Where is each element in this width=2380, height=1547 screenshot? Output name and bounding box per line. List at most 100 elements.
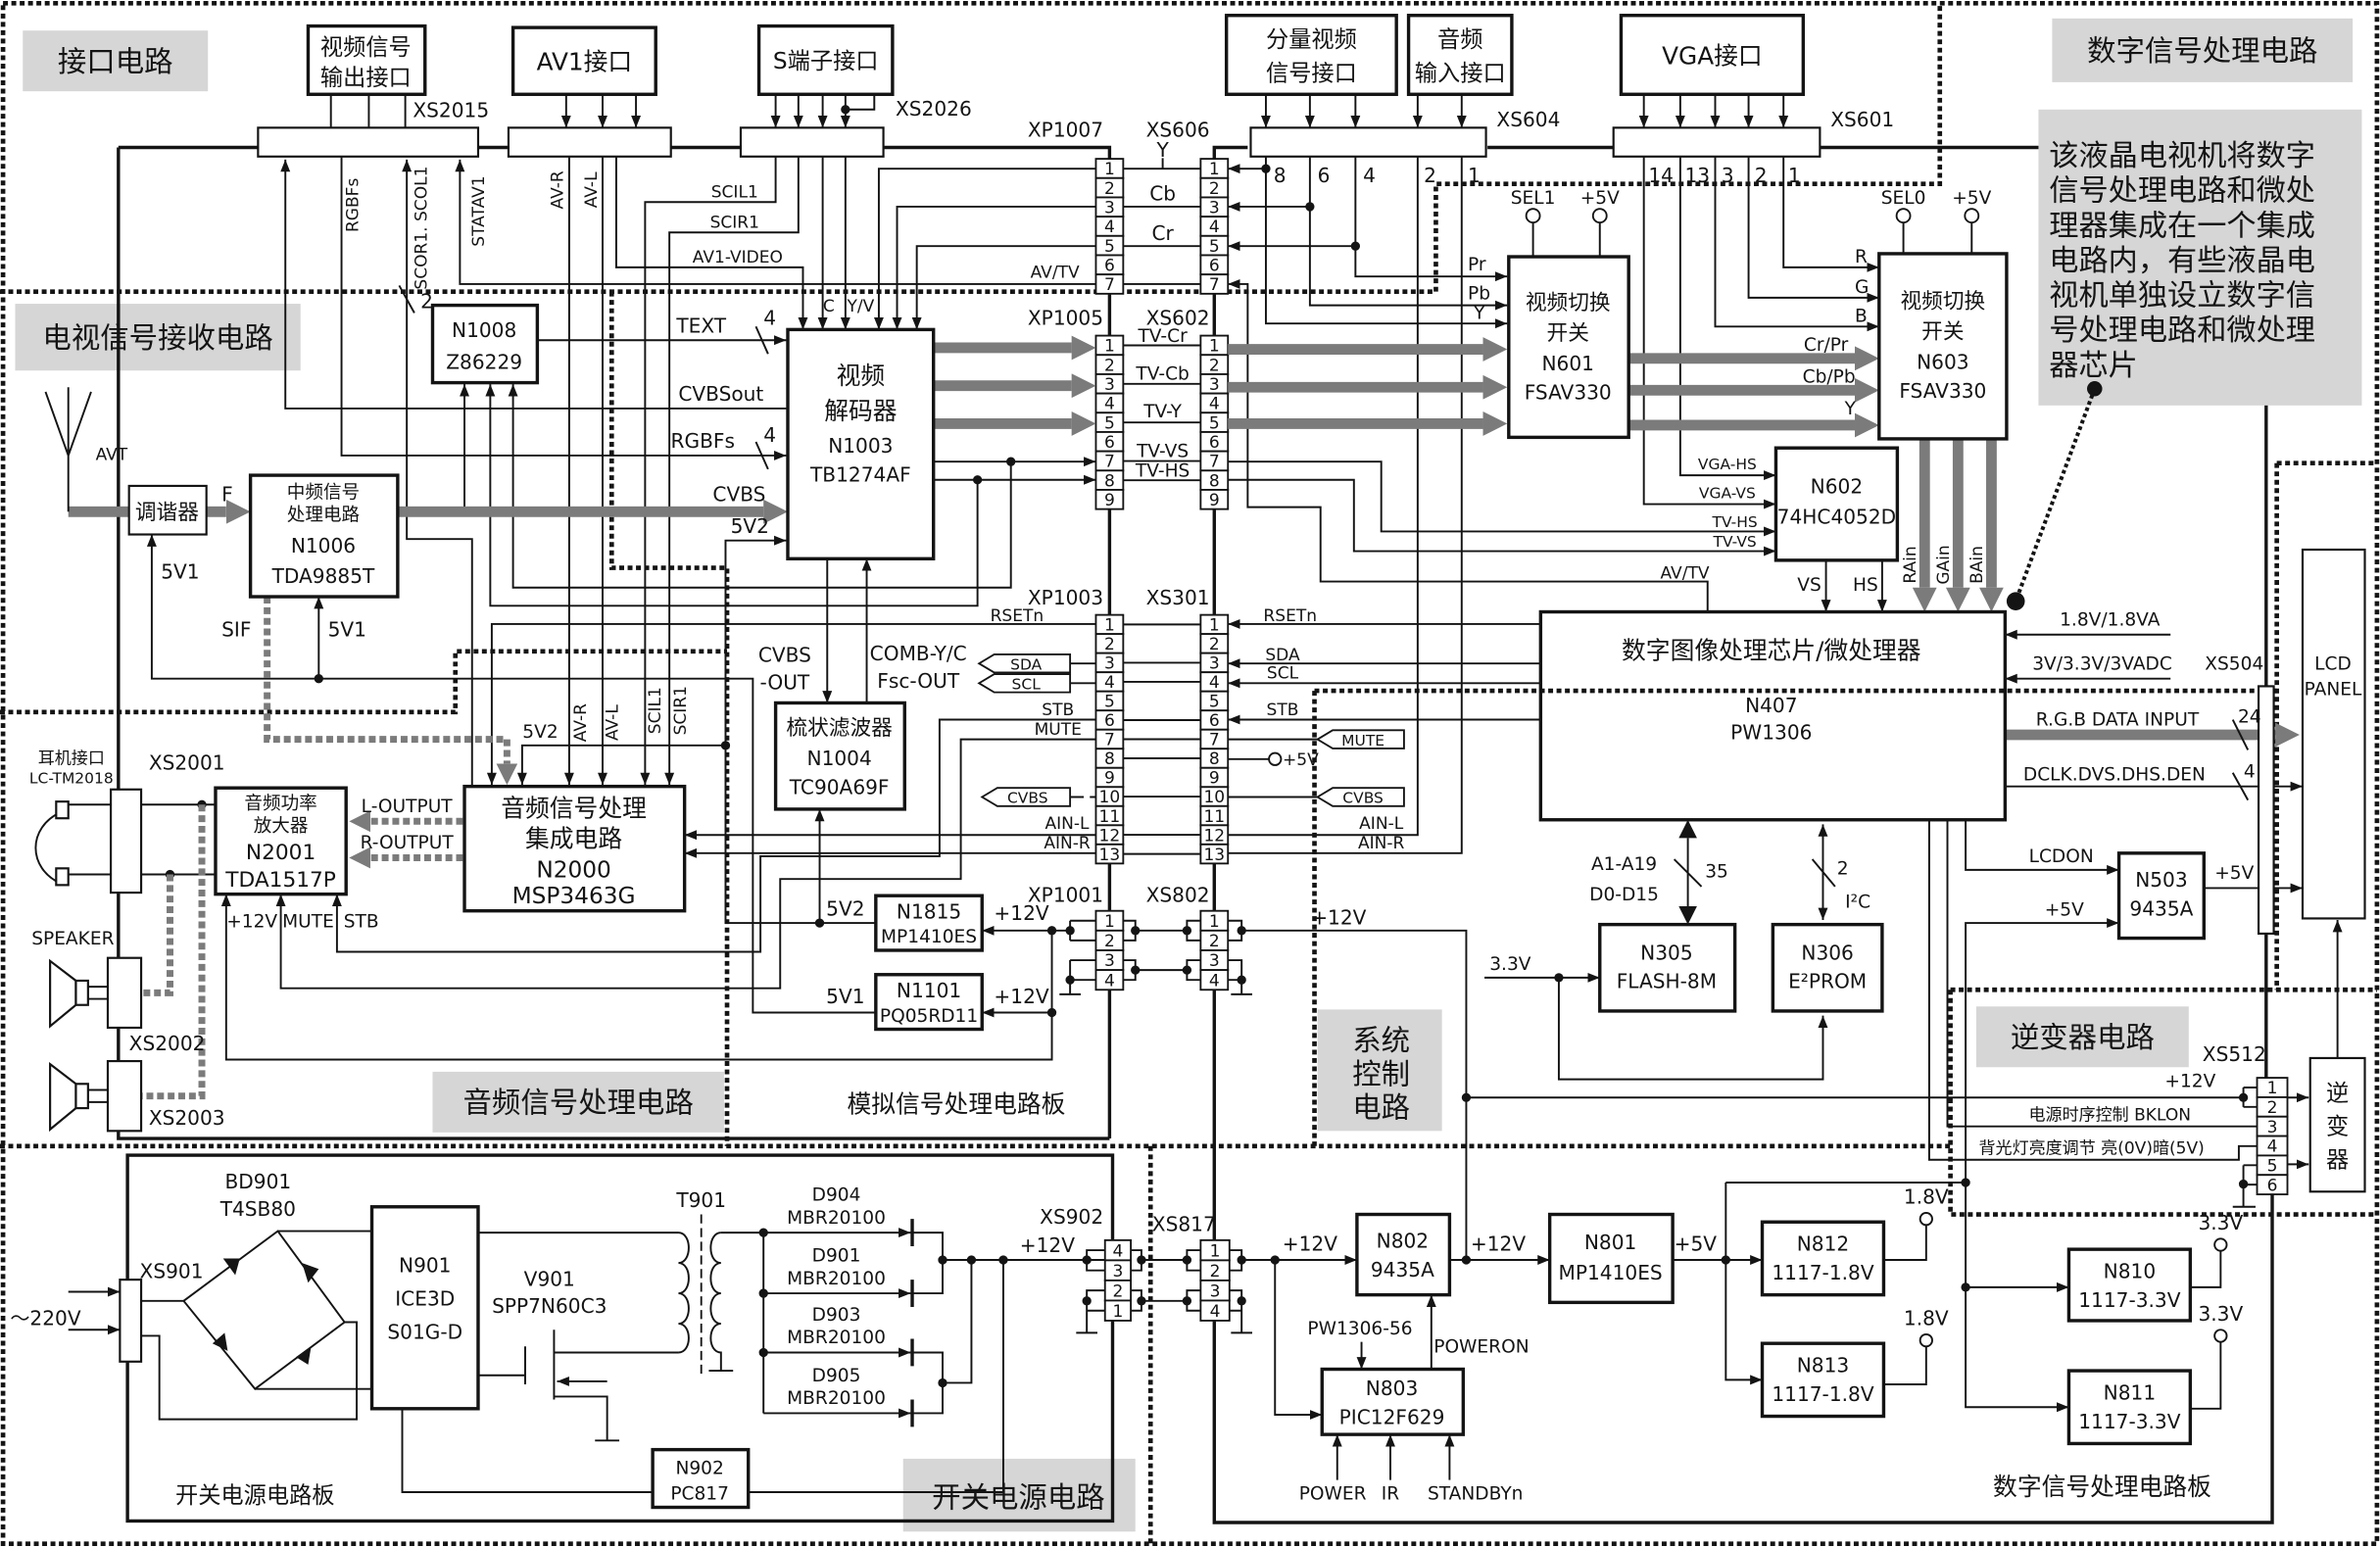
note-leader-start xyxy=(2087,381,2103,397)
speaker-icon xyxy=(49,958,77,1029)
label-5v: +5V xyxy=(1952,188,1991,209)
diode-icon xyxy=(222,1258,240,1276)
pin-number: 1 xyxy=(2267,1079,2278,1098)
region-label-interface: 接口电路 xyxy=(58,45,173,78)
region-label-inverter: 逆变器电路 xyxy=(2011,1021,2155,1054)
pin-number: 7 xyxy=(1104,731,1115,750)
junction-dot xyxy=(720,741,731,750)
pin-number: 1 xyxy=(1104,337,1115,357)
block-label: 调谐器 xyxy=(135,501,199,525)
pin-number: 11 xyxy=(1203,807,1225,827)
pin-number: 2 xyxy=(1209,932,1220,951)
explanatory-note: 该液晶电视机将数字 信号处理电路和微处 理器集成在一个集成 电路内，有些液晶电 … xyxy=(2006,109,2362,610)
block-label: MSP3463G xyxy=(512,883,636,909)
block-n603-video-switch xyxy=(1877,252,2009,441)
block-label: 9435A xyxy=(1371,1258,1434,1281)
label-scir1: SCIR1 xyxy=(671,686,691,735)
label-bus-width: 2 xyxy=(1837,859,1849,880)
label-power: POWER xyxy=(1299,1484,1367,1505)
pin-number: 4 xyxy=(1104,395,1115,414)
label-3v3: 3.3V xyxy=(2198,1302,2243,1326)
label-tv-vs: TV-VS xyxy=(1136,442,1189,462)
wire-xs902-left xyxy=(1076,1249,1105,1334)
block-n810 xyxy=(2066,1247,2193,1323)
block-label: TB1274AF xyxy=(809,462,911,486)
note-line: 理器集成在一个集成 xyxy=(2049,209,2315,243)
label-bus-width: 2 xyxy=(420,290,433,314)
wire-12v-inverter xyxy=(1466,1087,2258,1108)
inverter-block xyxy=(2308,1056,2366,1193)
label-pr: Pr xyxy=(1468,255,1486,275)
block-label: N901 xyxy=(399,1253,451,1277)
block-label: S01G-D xyxy=(387,1321,462,1344)
wire-scor-scol xyxy=(402,159,473,786)
connector-av1 xyxy=(507,126,672,158)
block-label: N810 xyxy=(2104,1260,2156,1283)
label-statav1: STATAV1 xyxy=(469,175,489,246)
junction-dot xyxy=(1182,1296,1192,1306)
analog-labels: RGBFs SCOR1. SCOL1 STATAV1 AV-R AV-L SCI… xyxy=(96,138,1367,1119)
block-label: 视频信号 xyxy=(320,34,412,61)
pin-number: 5 xyxy=(1209,413,1220,433)
label-rgbfs: RGBFs xyxy=(671,429,735,453)
wire-cvbsout xyxy=(280,159,787,410)
label-bus-width: 35 xyxy=(1705,862,1728,883)
wire-speaker xyxy=(87,1088,108,1103)
label-v901: V901 xyxy=(524,1267,575,1290)
pin-number: 7 xyxy=(1209,453,1220,472)
pin-number: 3 xyxy=(2267,1118,2278,1137)
region-label-power: 开关电源电路 xyxy=(932,1480,1105,1514)
label-av-r: AV-R xyxy=(549,170,568,209)
pin-number: 1 xyxy=(1104,912,1115,932)
connector-xs504 xyxy=(2257,685,2275,936)
pin-number: 12 xyxy=(1203,826,1225,846)
pin-number: 1 xyxy=(1209,337,1220,357)
label-av-r: AV-R xyxy=(571,703,591,742)
connector-pin xyxy=(1094,489,1125,510)
label-l-output: L-OUTPUT xyxy=(362,797,454,817)
block-label: N407 xyxy=(1745,694,1797,717)
pin-number: 4 xyxy=(2267,1137,2278,1157)
label-sda: SDA xyxy=(1265,646,1300,665)
label-cr: Cr xyxy=(1151,221,1174,245)
block-n803-pic xyxy=(1320,1367,1466,1436)
label-bain: BAin xyxy=(1967,546,1987,584)
pin-number: 2 xyxy=(1209,635,1220,654)
junction-dot xyxy=(1237,1296,1246,1306)
connector-xs601 xyxy=(1612,126,1821,158)
region-label-bg-inverter xyxy=(1975,1006,2189,1068)
label-address-bus: A1-A19 xyxy=(1591,854,1657,875)
block-label: PIC12F629 xyxy=(1339,1405,1445,1428)
wire-5v-n811 xyxy=(1965,1182,2069,1413)
label-rgbfs-vertical: RGBFs xyxy=(344,178,364,233)
wire-video-out xyxy=(329,94,407,128)
label-c: C xyxy=(823,297,835,316)
pin-number: 12 xyxy=(1099,826,1121,846)
wire-component-pr xyxy=(1354,156,1508,282)
speaker-magnet xyxy=(74,1083,89,1110)
label-cb: Cb xyxy=(1149,182,1176,206)
pin-number: 2 xyxy=(2267,1098,2278,1118)
terminal-sel0 xyxy=(1895,208,1912,224)
speaker-magnet xyxy=(74,979,89,1006)
wire-rgbfs xyxy=(340,156,787,460)
pin-number: 4 xyxy=(1104,673,1115,693)
block-n802 xyxy=(1355,1212,1452,1297)
block-label: 音频信号处理 xyxy=(501,795,647,823)
pin-number: 7 xyxy=(1104,275,1115,295)
block-n503 xyxy=(2116,851,2207,941)
bridge-rectifier-icon xyxy=(182,1230,346,1390)
label-scor-scol: SCOR1. SCOL1 xyxy=(412,167,431,290)
digital-wires xyxy=(1228,156,2343,1480)
junction-dot xyxy=(1237,975,1246,985)
connector-label-xs901: XS901 xyxy=(140,1260,204,1283)
wire-mute xyxy=(275,738,1096,990)
region-label-bg-interface xyxy=(23,30,209,92)
label-gain: GAin xyxy=(1934,545,1954,584)
label-3v3: 3.3V xyxy=(2198,1211,2243,1234)
label-12v: +12V xyxy=(2164,1071,2215,1091)
